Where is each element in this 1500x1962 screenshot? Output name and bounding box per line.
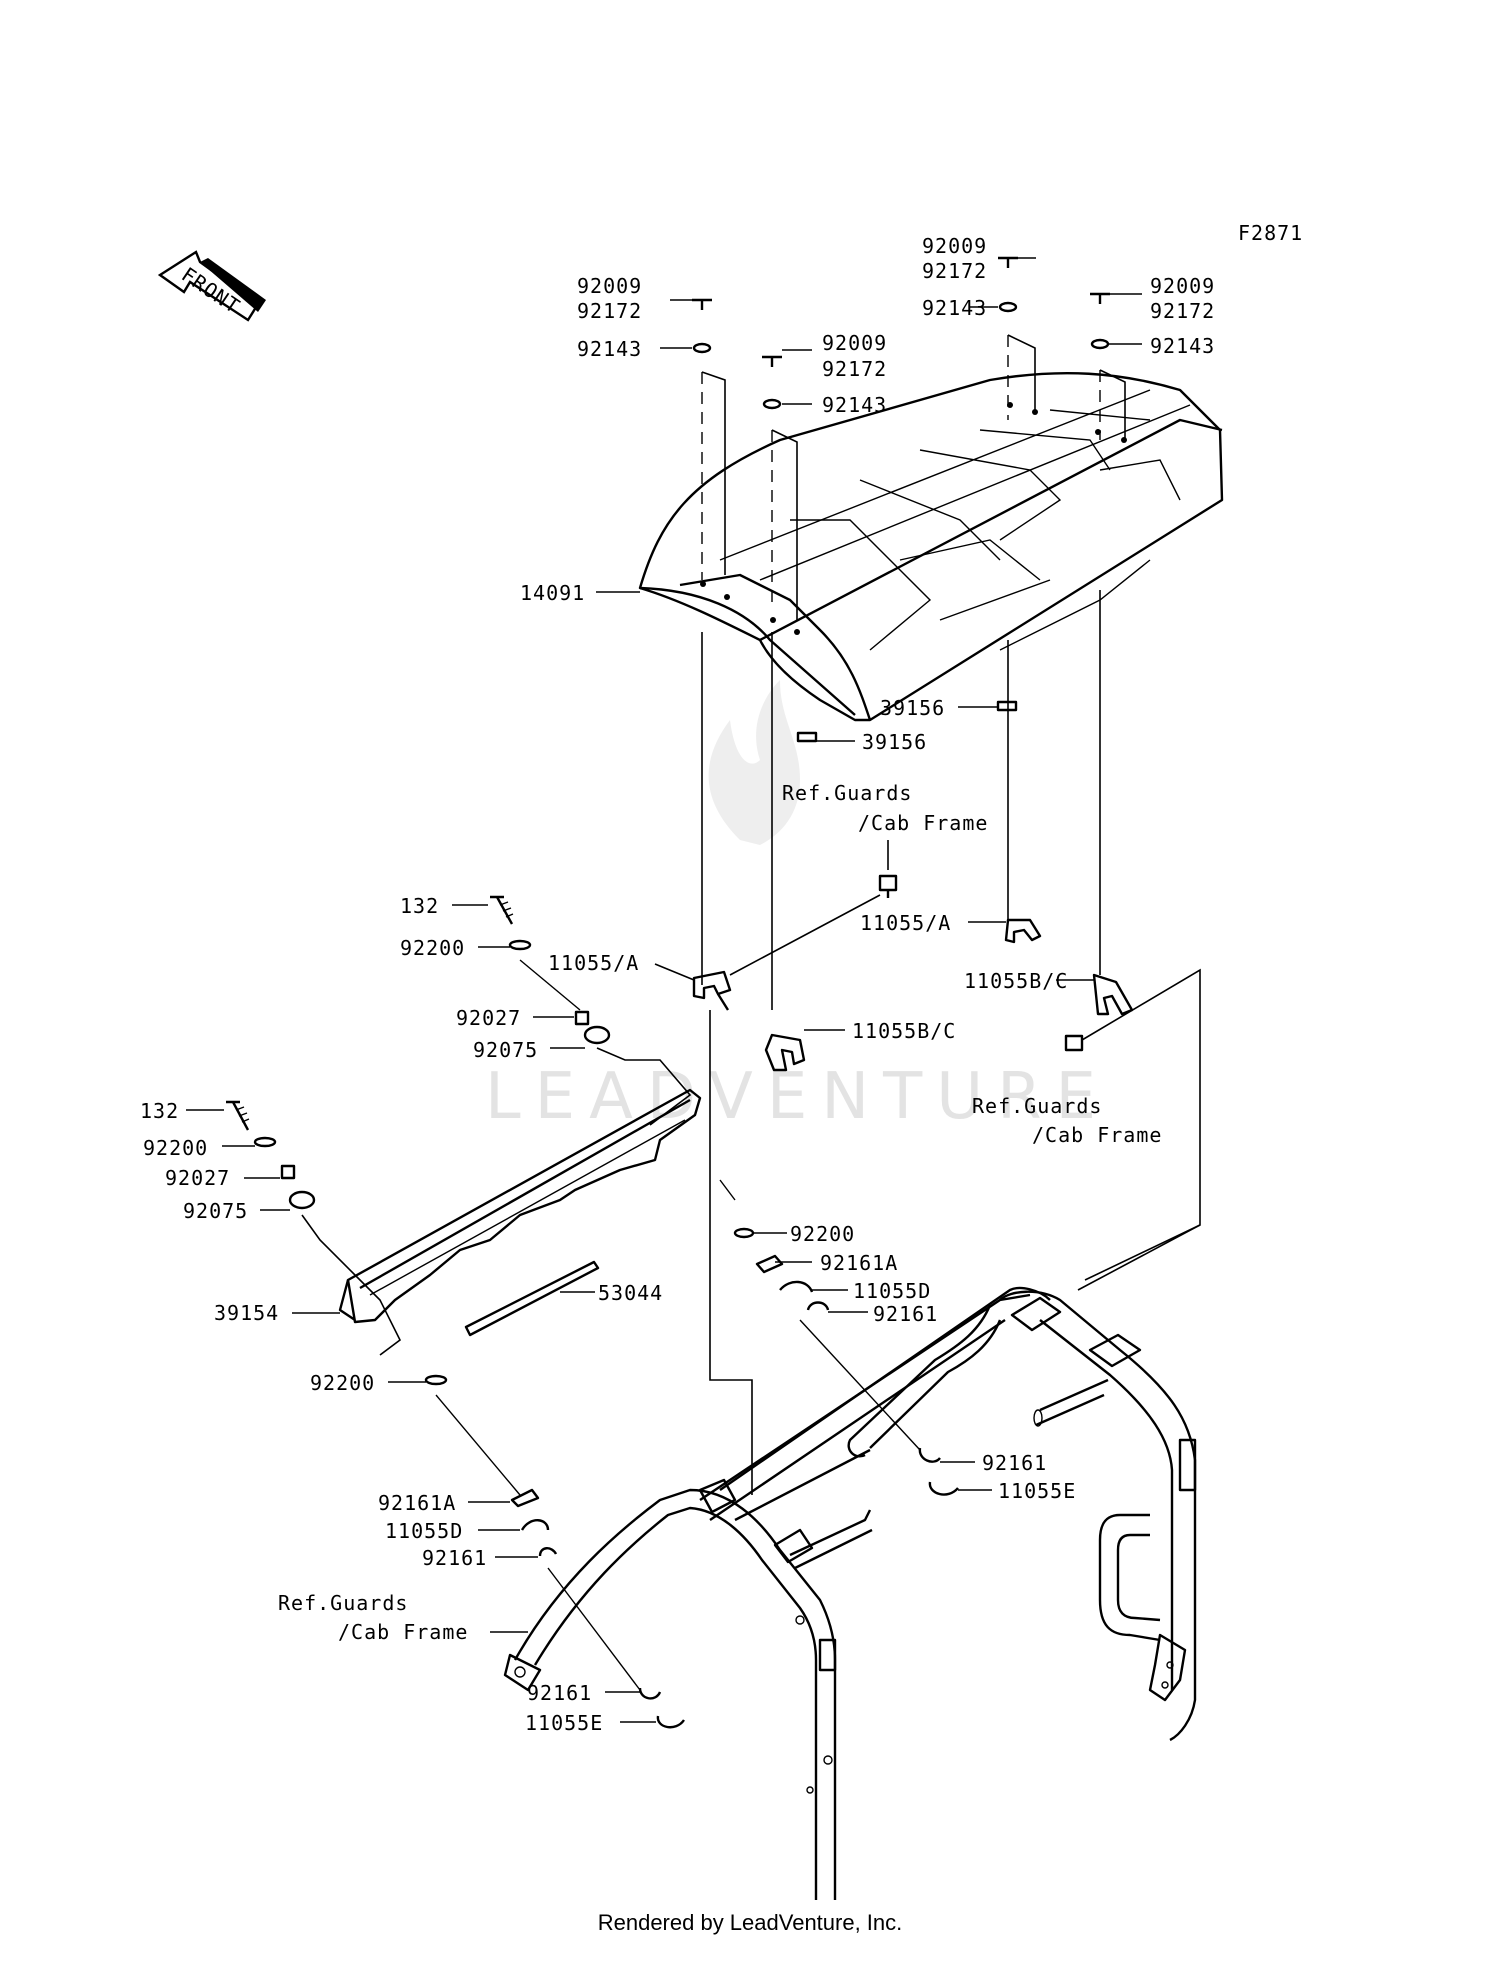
collar-92027-lower (280, 1164, 296, 1180)
pad-39156-a (796, 731, 818, 743)
collar-92027-upper (574, 1010, 590, 1026)
label-92143-b: 92143 (822, 393, 887, 417)
washer-92200-lower (253, 1136, 277, 1148)
label-11055bc-right: 11055B/C (964, 969, 1068, 993)
ref-cab-frame-label-3: /Cab Frame (338, 1620, 468, 1644)
bracket-11055a-right (1004, 918, 1042, 944)
label-92143-c: 92143 (922, 296, 987, 320)
figure-code: F2871 (1238, 221, 1303, 245)
label-11055bc-left: 11055B/C (852, 1019, 956, 1043)
label-92143-d: 92143 (1150, 334, 1215, 358)
label-53044: 53044 (598, 1281, 663, 1305)
front-arrow-icon: FRONT (157, 250, 266, 322)
label-92200-upper: 92200 (400, 936, 465, 960)
label-39156-b: 39156 (880, 696, 945, 720)
label-92161-right-lower: 92161 (982, 1451, 1047, 1475)
bracket-11055bc-right (1092, 973, 1134, 1016)
ref-guards-label-3: Ref.Guards (278, 1591, 408, 1615)
shim-92161a-left (510, 1488, 540, 1508)
washer-92200-right (733, 1227, 755, 1239)
label-92009-d: 92009 (1150, 274, 1215, 298)
label-92075-lower: 92075 (183, 1199, 248, 1223)
label-132-upper: 132 (400, 894, 439, 918)
visor-39154 (338, 1088, 702, 1324)
label-132-lower: 132 (140, 1099, 179, 1123)
label-92009-c: 92009 (922, 234, 987, 258)
label-39154: 39154 (214, 1301, 279, 1325)
watermark: LEADVENTURE (485, 680, 1110, 1134)
cab-frame (503, 1010, 1201, 1900)
label-11055a-right: 11055/A (860, 911, 951, 935)
label-92161-right-upper: 92161 (873, 1302, 938, 1326)
label-39156-a: 39156 (862, 730, 927, 754)
bracket-11055a-left (692, 970, 732, 1011)
label-11055e-right: 11055E (998, 1479, 1076, 1503)
label-92161-left-upper: 92161 (422, 1546, 487, 1570)
clamp-11055e-left (656, 1715, 685, 1729)
label-11055d-left: 11055D (385, 1519, 463, 1543)
clamp-11055e-right (928, 1481, 959, 1496)
label-92172-c: 92172 (922, 259, 987, 283)
shim-92161a-right (755, 1254, 784, 1274)
label-92161-left-lower: 92161 (527, 1681, 592, 1705)
label-92200-right: 92200 (790, 1222, 855, 1246)
rubber-92161-left-lower (638, 1687, 662, 1700)
ref-guards-label-2: Ref.Guards (972, 1094, 1102, 1118)
label-11055a-left: 11055/A (548, 951, 639, 975)
seal-strip-53044 (464, 1260, 600, 1337)
grommet-92075-lower (288, 1190, 316, 1210)
watermark-text: LEADVENTURE (485, 1060, 1110, 1134)
fastener-stack-a (660, 298, 726, 580)
washer-92200-middle (424, 1374, 448, 1386)
label-11055e-left: 11055E (525, 1711, 603, 1735)
rubber-92161-left (538, 1547, 558, 1557)
label-92075-upper: 92075 (473, 1038, 538, 1062)
bolt-ref-2 (1064, 1034, 1084, 1052)
render-credit: Rendered by LeadVenture, Inc. (597, 1910, 903, 1935)
washer-92200-upper (508, 939, 532, 951)
clamp-11055d-right (779, 1280, 814, 1293)
label-14091: 14091 (520, 581, 585, 605)
pad-39156-b (996, 700, 1018, 712)
ref-guards-label-1: Ref.Guards (782, 781, 912, 805)
label-92143-a: 92143 (577, 337, 642, 361)
label-92200-lower: 92200 (143, 1136, 208, 1160)
label-92172-a: 92172 (577, 299, 642, 323)
bolt-132-upper (490, 895, 514, 925)
bolt-ref-1 (878, 874, 898, 898)
grommet-92075-upper (583, 1025, 611, 1045)
rubber-92161-right-lower (918, 1447, 941, 1463)
label-92009-b: 92009 (822, 331, 887, 355)
fastener-stack-b (762, 349, 812, 620)
label-92172-d: 92172 (1150, 299, 1215, 323)
clamp-11055d-left (520, 1519, 550, 1531)
roof-panel (638, 371, 1224, 722)
label-92009-a: 92009 (577, 274, 642, 298)
label-92027-upper: 92027 (456, 1006, 521, 1030)
label-92172-b: 92172 (822, 357, 887, 381)
ref-cab-frame-label-1: /Cab Frame (858, 811, 988, 835)
bolt-132-lower (226, 1100, 250, 1131)
label-92161a-left: 92161A (378, 1491, 456, 1515)
label-11055d-right: 11055D (853, 1279, 931, 1303)
label-92161a-right: 92161A (820, 1251, 898, 1275)
ref-cab-frame-label-2: /Cab Frame (1032, 1123, 1162, 1147)
bracket-11055bc-left (764, 1033, 806, 1072)
label-92200-middle: 92200 (310, 1371, 375, 1395)
fastener-stack-c (970, 256, 1036, 420)
fastener-stack-d (1090, 292, 1142, 440)
rubber-92161-right (806, 1301, 830, 1311)
label-92027-lower: 92027 (165, 1166, 230, 1190)
